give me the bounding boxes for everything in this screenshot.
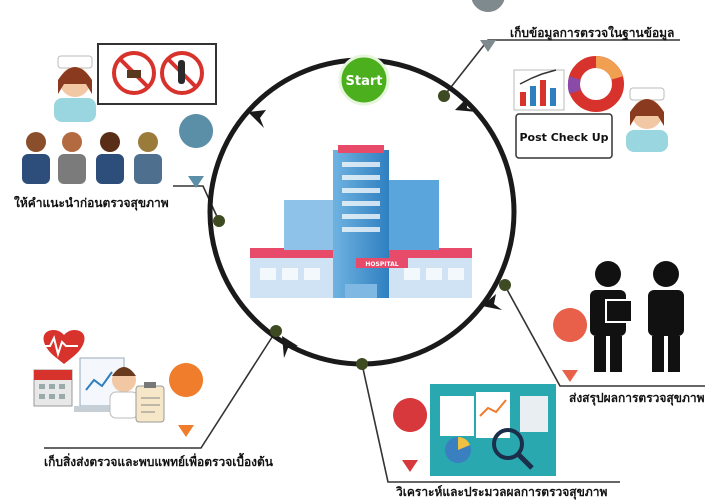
post-check-up-card: Post Check Up <box>515 113 613 159</box>
node-04 <box>499 279 511 291</box>
hospital-side-block <box>389 180 439 250</box>
step-01-label: ให้คำแนะนำก่อนตรวจสุขภาพ <box>14 195 169 211</box>
post-check-up-label: Post Check Up <box>519 131 608 144</box>
start-badge[interactable]: Start <box>338 54 390 106</box>
cycle-arrows <box>248 98 502 358</box>
node-02 <box>270 325 282 337</box>
calculator-icon <box>520 396 548 432</box>
start-circle <box>338 54 390 106</box>
step-02-label: เก็บสิ่งส่งตรวจและพบแพทย์เพื่อตรวจเบื้อง… <box>44 452 274 469</box>
step-04-illustration <box>590 261 684 372</box>
step-03-illustration <box>430 384 556 476</box>
magnifier-icon <box>492 428 524 460</box>
start-label: Start <box>346 74 383 89</box>
connector-04 <box>503 283 705 387</box>
node-05 <box>438 90 450 102</box>
step-04-marker: 04 <box>553 308 588 382</box>
step-02-number: 02 <box>177 407 195 422</box>
nurse-icon-right <box>626 87 668 152</box>
heart-rate-icon <box>42 330 85 364</box>
step-02-illustration <box>33 330 165 423</box>
connector-02 <box>44 330 277 449</box>
hospital-sign-board <box>356 258 408 268</box>
arrow-head-top-left <box>248 110 266 128</box>
step-05-label: เก็บข้อมูลการตรวจในฐานข้อมูล <box>510 25 674 41</box>
step-04-label: ส่งสรุปผลการตรวจสุขภาพ <box>569 391 705 406</box>
step-04-number: 04 <box>561 352 579 367</box>
donut-chart-icon <box>567 56 624 112</box>
node-01 <box>213 215 225 227</box>
hospital-tower <box>333 150 389 298</box>
person-holding-document-icon <box>590 261 633 372</box>
step-03-label: วิเคราะห์และประมวลผลการตรวจสุขภาพ <box>396 485 608 500</box>
node-03 <box>356 358 368 370</box>
hospital-icon: HOSPITAL <box>250 145 472 298</box>
step-01-illustration <box>22 43 217 184</box>
bar-chart-icon <box>513 69 565 111</box>
hospital-sign: HOSPITAL <box>365 261 398 268</box>
step-02-marker: 02 <box>169 363 204 437</box>
ring-nodes <box>213 90 511 370</box>
connector-03 <box>361 363 620 483</box>
hospital-door <box>345 284 377 298</box>
doctor-icon <box>109 367 139 419</box>
report-sheet-1 <box>440 396 474 436</box>
step-05-illustration: Post Check Up <box>513 56 668 159</box>
step-05-marker: 05 <box>471 0 505 52</box>
step-01-marker: 01 <box>179 114 214 188</box>
step-03-number: 03 <box>401 442 419 457</box>
arrow-head-bottom-right <box>482 294 502 310</box>
hospital-windows <box>260 162 464 280</box>
no-food-drink-sign <box>97 43 217 105</box>
waiting-people-icon <box>22 132 162 184</box>
arrow-head-top-right <box>455 98 477 112</box>
step-03-marker: 03 <box>393 398 428 472</box>
hospital-tower-roof <box>338 145 384 153</box>
trend-line <box>479 399 507 417</box>
person-receiving-icon <box>648 261 684 372</box>
nurse-icon-left <box>54 55 96 122</box>
hospital-left-block <box>284 200 333 250</box>
step-05-number: 05 <box>479 22 497 37</box>
arrow-head-bottom-left <box>282 336 298 358</box>
step-01-number: 01 <box>187 158 205 173</box>
connector-01 <box>173 185 220 222</box>
calendar-icon <box>33 369 73 407</box>
clipboard-icon <box>135 382 165 423</box>
